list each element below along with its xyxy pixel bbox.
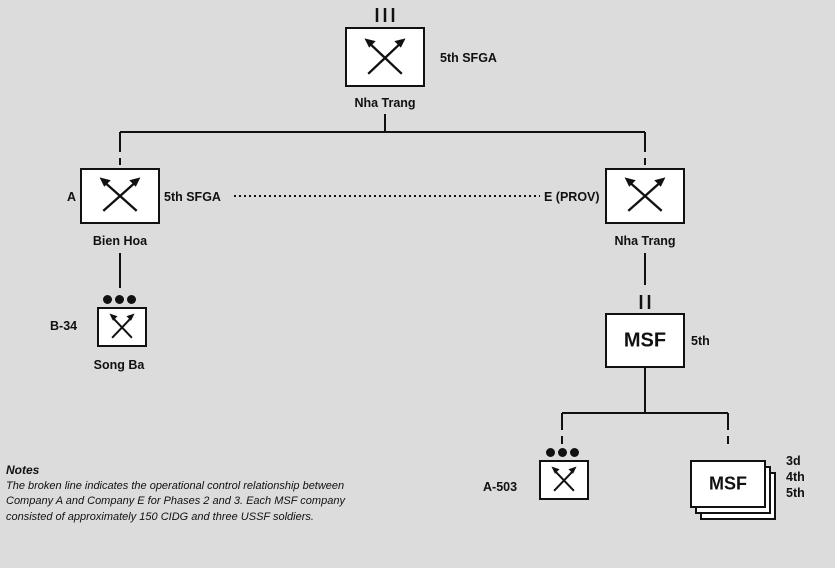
- crossed-arrows-icon: [109, 313, 135, 339]
- company-a-box: [80, 168, 160, 224]
- crossed-arrows-icon: [624, 177, 666, 212]
- a503-box: [539, 460, 589, 500]
- echelon-iii-mark: [375, 8, 395, 22]
- hq-unit-box: [345, 27, 425, 87]
- hq-location-label: Nha Trang: [354, 96, 416, 110]
- msf-main-box: MSF: [605, 313, 685, 368]
- company-e-designation: E (PROV): [544, 190, 600, 204]
- company-e-location-label: Nha Trang: [614, 234, 676, 248]
- company-a-location-label: Bien Hoa: [92, 234, 148, 248]
- b34-location-label: Song Ba: [93, 358, 145, 372]
- company-e-box: [605, 168, 685, 224]
- crossed-arrows-icon: [364, 38, 406, 75]
- msf-stack-designation-2: 4th: [786, 470, 805, 484]
- three-dots-icon: [100, 295, 140, 305]
- b34-box: [97, 307, 147, 347]
- notes-title: Notes: [6, 463, 40, 477]
- notes-body: The broken line indicates the operationa…: [6, 479, 345, 523]
- msf-stack-designation-3: 5th: [786, 486, 805, 500]
- b34-designation: B-34: [50, 319, 78, 333]
- msf-stack-designation-1: 3d: [786, 454, 801, 468]
- msf-stack-text: MSF: [709, 473, 747, 494]
- msf-main-designation: 5th: [691, 334, 710, 348]
- msf-stack-front-box: MSF: [690, 460, 766, 508]
- msf-main-text: MSF: [623, 329, 667, 351]
- a503-designation: A-503: [483, 480, 518, 494]
- hq-unit-label: 5th SFGA: [440, 51, 497, 65]
- company-a-designation: A: [67, 190, 77, 204]
- echelon-ii-mark: [639, 295, 651, 309]
- crossed-arrows-icon: [551, 466, 577, 492]
- notes-block: Notes The broken line indicates the oper…: [6, 463, 386, 525]
- crossed-arrows-icon: [99, 177, 141, 212]
- company-a-unit-label: 5th SFGA: [164, 190, 221, 204]
- three-dots-icon: [543, 448, 583, 458]
